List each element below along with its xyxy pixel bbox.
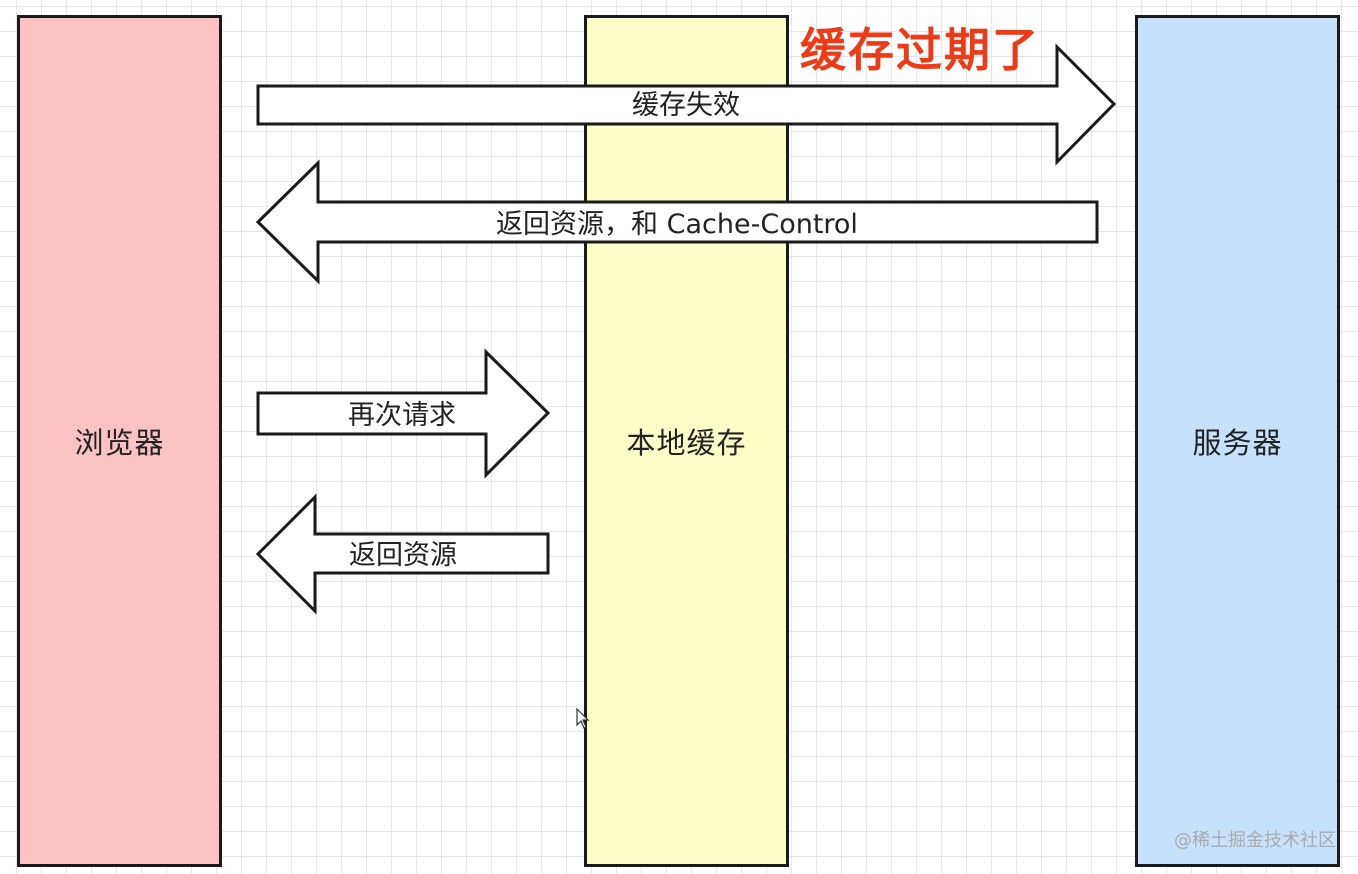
browser-lane-label: 浏览器: [74, 426, 165, 460]
arrow-request-again-label: 再次请求: [348, 400, 456, 431]
local-cache-lane-label: 本地缓存: [626, 426, 747, 460]
browser-lane: 浏览器: [17, 15, 222, 867]
server-lane-label: 服务器: [1192, 426, 1283, 460]
server-lane: 服务器: [1135, 15, 1340, 867]
mouse-pointer-icon: [576, 708, 590, 729]
arrow-cache-invalid: 缓存失效: [256, 43, 1117, 166]
arrow-return-resource-label: 返回资源: [349, 540, 457, 571]
arrow-return-resource: 返回资源: [255, 493, 550, 615]
arrow-return-with-cache-control-label: 返回资源，和 Cache-Control: [496, 209, 858, 240]
arrow-request-again: 再次请求: [256, 348, 551, 479]
arrow-return-with-cache-control: 返回资源，和 Cache-Control: [255, 159, 1099, 285]
local-cache-lane: 本地缓存: [584, 15, 789, 867]
cache-expired-annotation: 缓存过期了: [800, 23, 1040, 77]
watermark: @稀土掘金技术社区: [1174, 830, 1336, 851]
arrow-cache-invalid-label: 缓存失效: [632, 90, 740, 121]
